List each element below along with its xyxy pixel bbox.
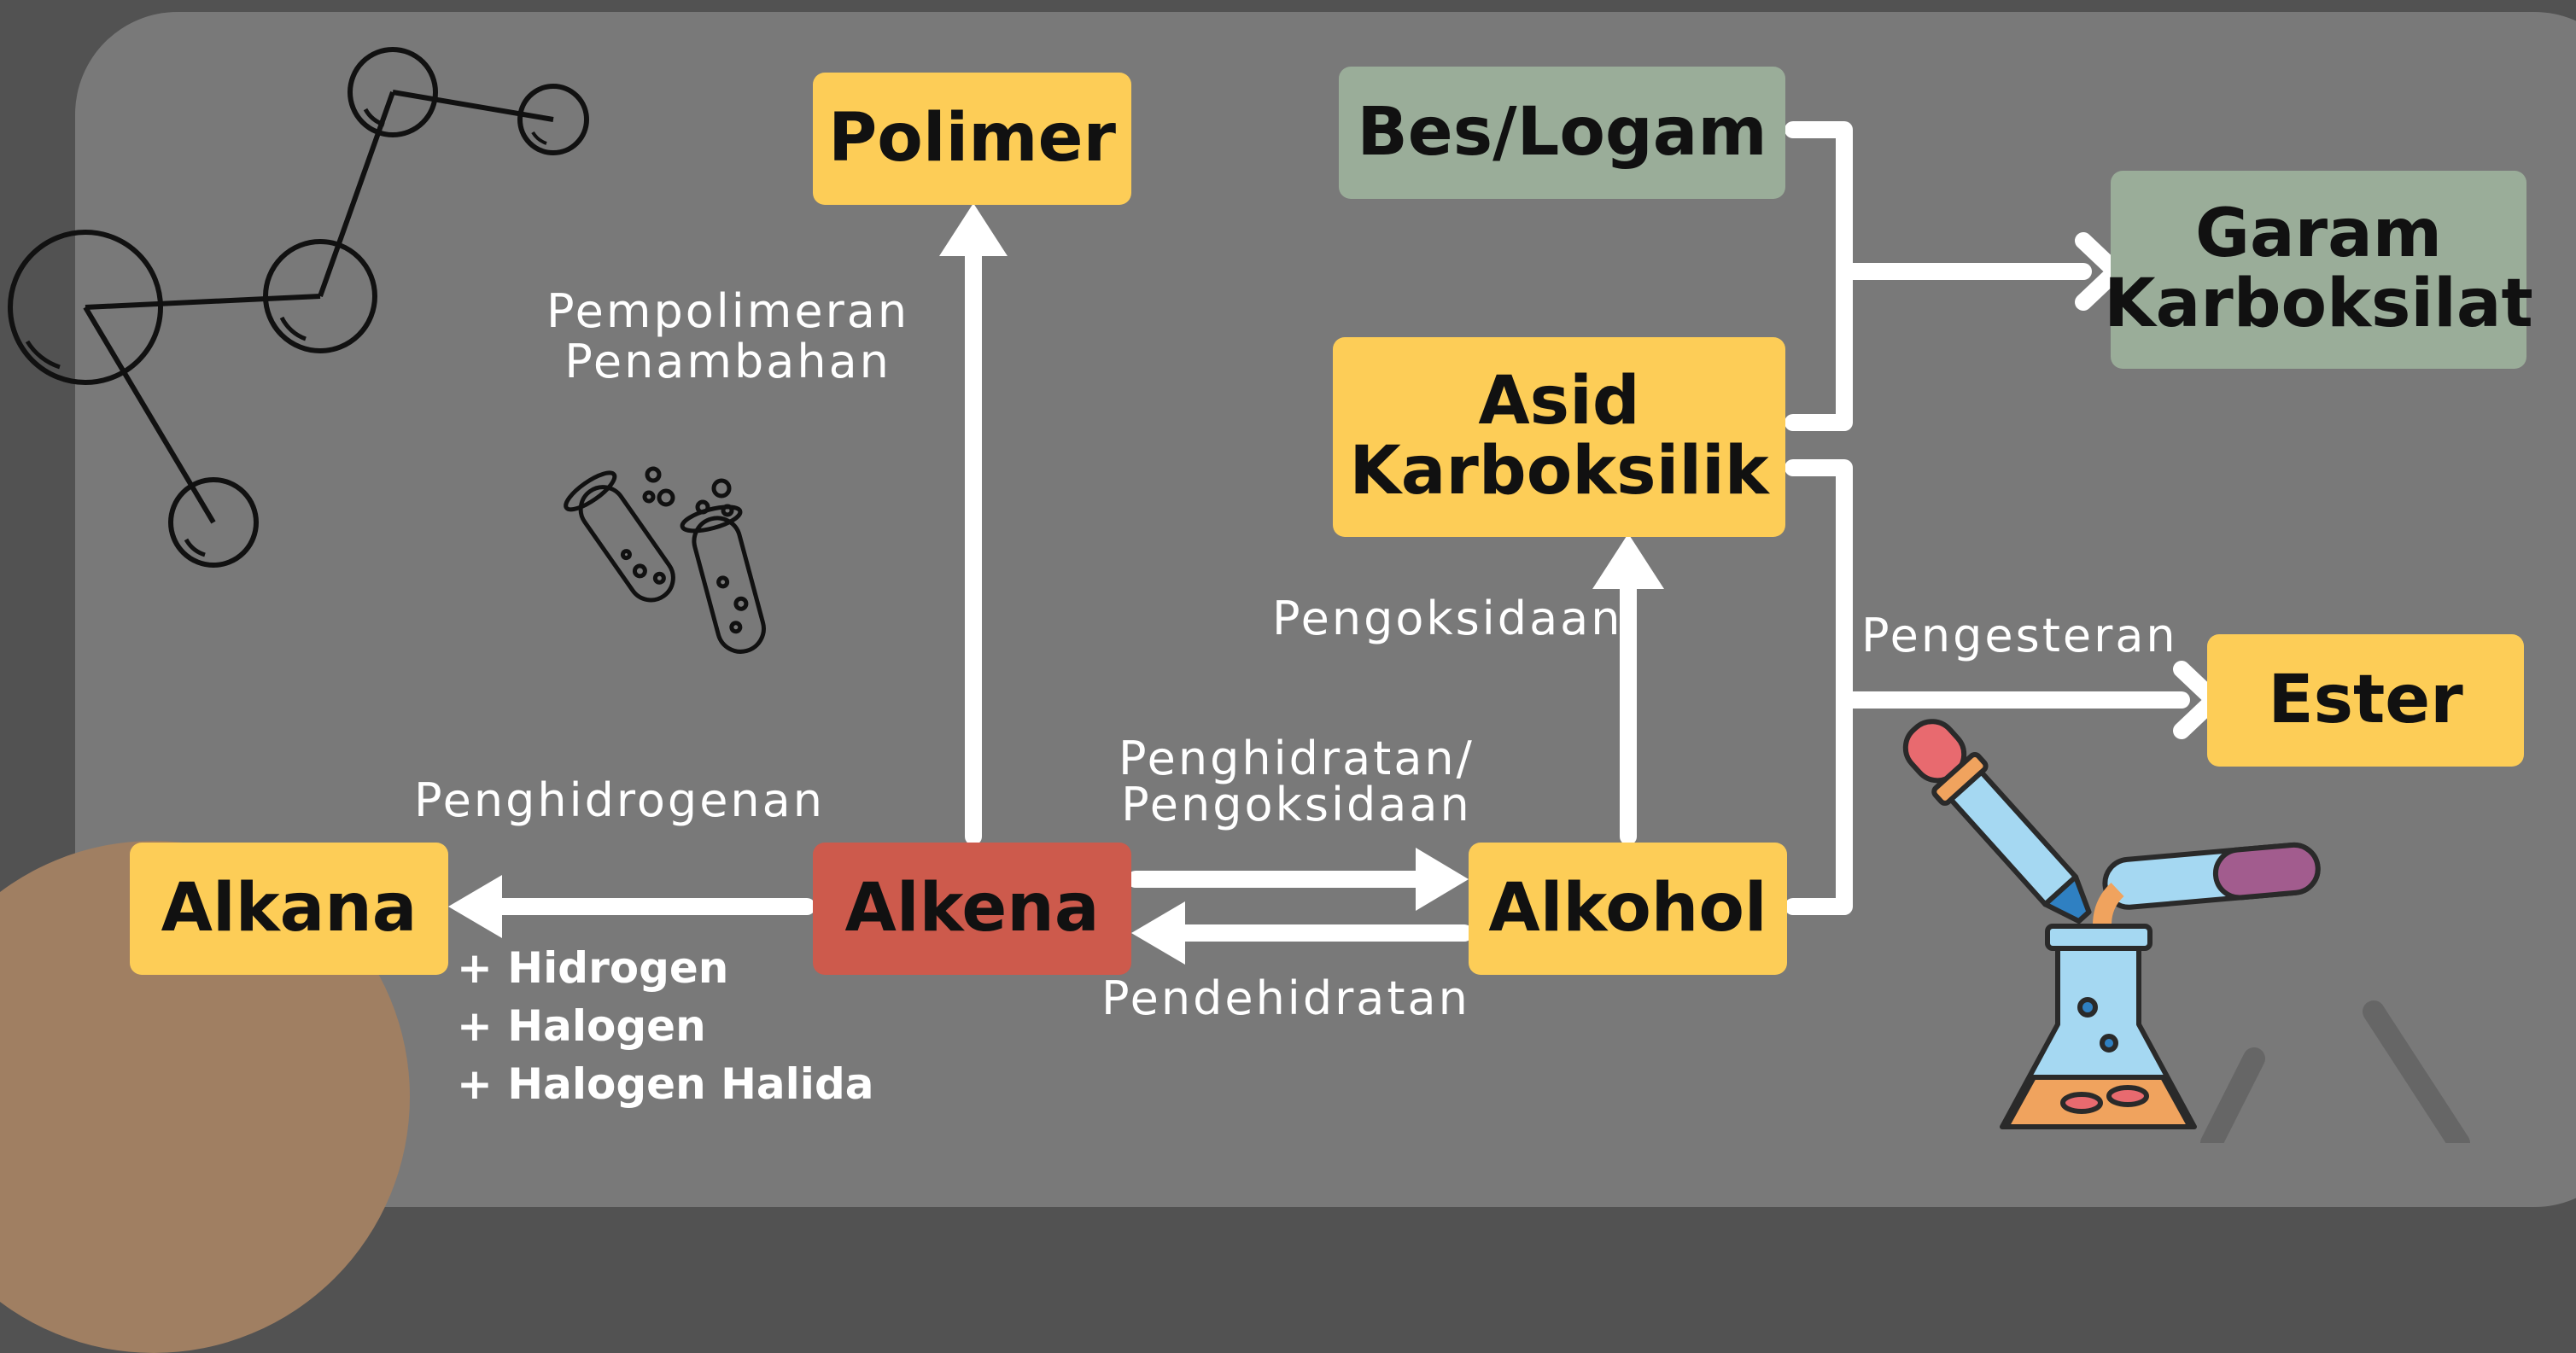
node-ester: Ester (2207, 634, 2524, 767)
node-asid-line2: Karboksilik (1349, 433, 1769, 510)
label-penghidratan: Penghidratan/ Pengoksidaan (1119, 736, 1475, 828)
node-garam-line2: Karboksilat (2104, 265, 2533, 342)
arrowhead-alkana (448, 875, 502, 938)
condition-halogen: + Halogen (457, 1001, 706, 1051)
arrowhead-alkena (1131, 901, 1185, 965)
node-bes-logam: Bes/Logam (1339, 67, 1785, 199)
node-alkena: Alkena (813, 843, 1131, 975)
corner-decoration (2200, 1000, 2470, 1143)
label-pengoksidaan: Pengoksidaan (1272, 592, 1623, 645)
alkana-conditions: + Hidrogen + Halogen + Halogen Halida (457, 939, 873, 1113)
node-alkana: Alkana (130, 843, 448, 975)
label-penghidratan-line1: Penghidratan/ (1119, 732, 1475, 785)
condition-hidrogen: + Hidrogen (457, 943, 729, 993)
dropper-flask-icon (1902, 719, 2321, 1129)
node-garam-line1: Garam (2194, 195, 2443, 273)
label-pempolimeran: Pempolimeran Penambahan (546, 286, 909, 388)
molecule-icon (8, 47, 589, 568)
node-polimer: Polimer (813, 73, 1131, 205)
node-alkohol: Alkohol (1469, 843, 1787, 975)
node-asid-line1: Asid (1478, 363, 1640, 440)
label-pempolimeran-line1: Pempolimeran (546, 284, 910, 338)
node-asid-karboksilik: Asid Karboksilik (1333, 337, 1785, 537)
test-tubes-icon (564, 466, 766, 654)
bracket-garam (1785, 121, 1853, 431)
diagram-canvas: Polimer Bes/Logam Garam Karboksilat Asid… (0, 12, 2576, 1353)
label-penghidrogenan: Penghidrogenan (414, 773, 825, 827)
condition-halogen-halida: + Halogen Halida (457, 1059, 874, 1109)
node-garam-karboksilat: Garam Karboksilat (2104, 171, 2533, 369)
label-pempolimeran-line2: Penambahan (564, 335, 891, 389)
label-pengesteran: Pengesteran (1861, 609, 2178, 662)
arrowhead-asid (1592, 534, 1664, 589)
arrowhead-alkohol (1416, 848, 1469, 911)
arrowhead-polimer (939, 203, 1008, 256)
connectors (448, 121, 2223, 965)
label-penghidratan-line2: Pengoksidaan (1121, 778, 1472, 831)
bracket-ester (1785, 459, 1853, 915)
decorations (8, 47, 2470, 1143)
label-pendehidratan: Pendehidratan (1101, 971, 1470, 1025)
